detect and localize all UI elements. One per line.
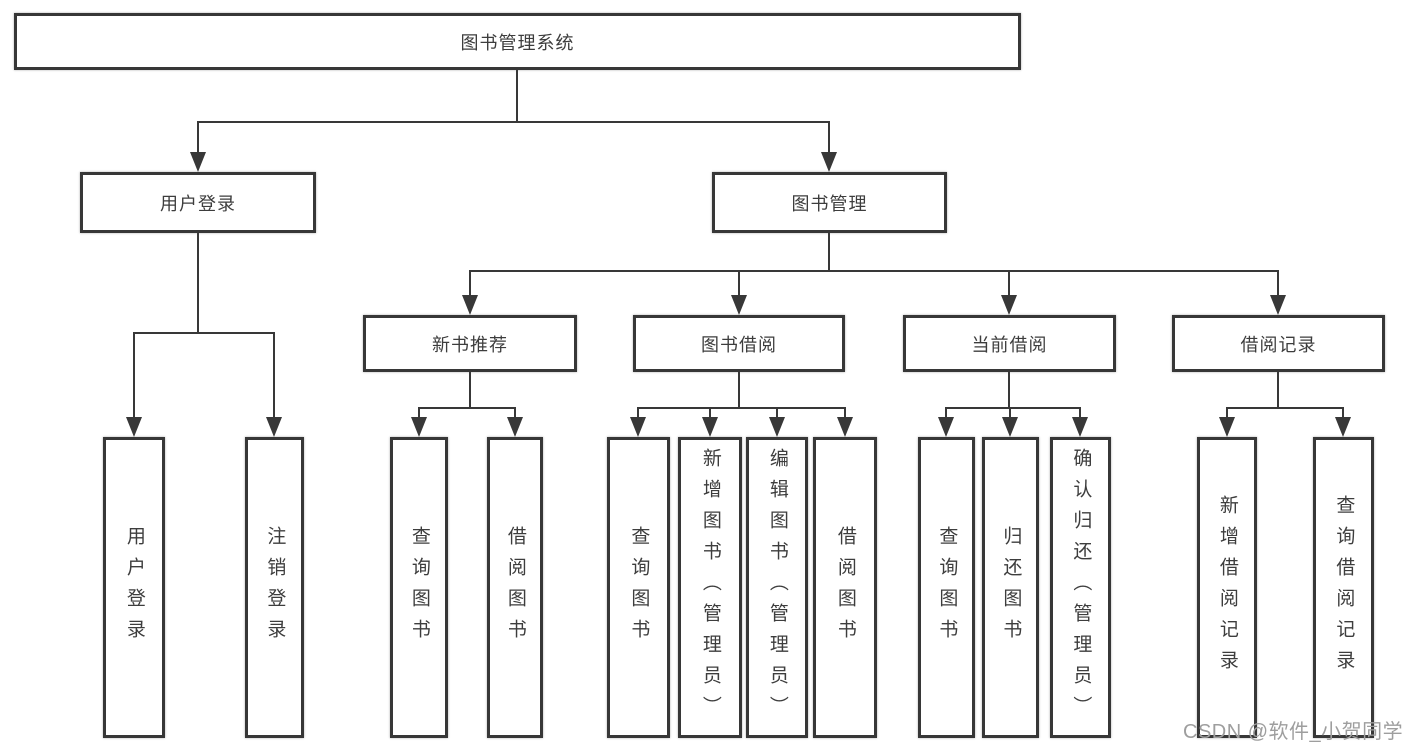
node-label: 查询图书 [628,525,650,650]
node-label: 注销登录 [264,525,286,650]
connector-line [945,407,1081,409]
arrow-down-icon [1270,295,1286,315]
connector-line [418,407,516,409]
node-label: 查询图书 [936,525,958,650]
leaf-borrowing-borrow-books: 借阅图书 [813,437,877,738]
arrow-down-icon [411,417,427,437]
leaf-borrowing-add-books-admin: 新增图书（管理员） [678,437,742,738]
arrow-down-icon [507,417,523,437]
arrow-down-icon [837,417,853,437]
connector-line [1008,372,1010,408]
arrow-down-icon [1001,295,1017,315]
arrow-down-icon [702,417,718,437]
connector-line [1342,407,1344,419]
leaf-user-login: 用户登录 [103,437,165,738]
connector-line [197,233,199,333]
connector-line [1226,407,1228,419]
connector-line [1277,372,1279,408]
leaf-logout: 注销登录 [245,437,304,738]
connector-line [637,407,846,409]
connector-line [637,407,639,419]
connector-line [273,332,275,418]
node-label: 确认归还（管理员） [1070,448,1092,727]
node-user-login: 用户登录 [80,172,316,233]
connector-line [828,233,830,271]
arrow-down-icon [1002,417,1018,437]
connector-line [418,407,420,419]
arrow-down-icon [126,417,142,437]
node-label: 查询借阅记录 [1333,494,1355,681]
connector-line [197,121,830,123]
connector-line [514,407,516,419]
node-label: 用户登录 [123,525,145,650]
node-label: 借阅图书 [504,525,526,650]
arrow-down-icon [731,295,747,315]
connector-line [776,407,778,419]
arrow-down-icon [769,417,785,437]
node-label: 新书推荐 [432,334,508,355]
arrow-down-icon [266,417,282,437]
connector-line [133,332,135,418]
connector-line [197,121,199,152]
connector-line [133,332,275,334]
node-borrowing-records: 借阅记录 [1172,315,1385,372]
leaf-records-add-record: 新增借阅记录 [1197,437,1257,738]
arrow-down-icon [1219,417,1235,437]
node-label: 新增借阅记录 [1216,494,1238,681]
node-label: 编辑图书（管理员） [766,448,788,727]
node-library-system: 图书管理系统 [14,13,1021,70]
arrow-down-icon [1335,417,1351,437]
node-label: 用户登录 [160,193,236,214]
connector-line [1226,407,1344,409]
connector-line [1009,407,1011,419]
node-label: 借阅记录 [1240,334,1317,355]
connector-line [945,407,947,419]
node-label: 当前借阅 [971,334,1048,355]
connector-line [828,121,830,152]
leaf-current-confirm-return-admin: 确认归还（管理员） [1050,437,1111,738]
leaf-newbook-query-books: 查询图书 [390,437,448,738]
connector-line [738,372,740,408]
node-label: 新增图书（管理员） [699,448,721,727]
node-label: 图书管理 [791,193,868,214]
node-book-management: 图书管理 [712,172,947,233]
connector-line [844,407,846,419]
leaf-borrowing-query-books: 查询图书 [607,437,670,738]
leaf-current-return-books: 归还图书 [982,437,1039,738]
arrow-down-icon [190,152,206,172]
arrow-down-icon [1072,417,1088,437]
leaf-records-query-record: 查询借阅记录 [1313,437,1374,738]
arrow-down-icon [630,417,646,437]
node-current-borrowing: 当前借阅 [903,315,1116,372]
node-label: 查询图书 [408,525,430,650]
connector-line [516,70,518,122]
node-label: 图书管理系统 [460,32,575,53]
connector-line [469,270,471,296]
connector-line [469,270,1279,272]
node-new-book-recommendation: 新书推荐 [363,315,577,372]
connector-line [1277,270,1279,296]
arrow-down-icon [938,417,954,437]
csdn-watermark: CSDN @软件_小贺同学 [1183,721,1404,743]
connector-line [469,372,471,408]
connector-line [1008,270,1010,296]
node-label: 图书借阅 [701,334,777,355]
arrow-down-icon [462,295,478,315]
leaf-newbook-borrow-books: 借阅图书 [487,437,543,738]
leaf-borrowing-edit-books-admin: 编辑图书（管理员） [746,437,808,738]
connector-line [1079,407,1081,419]
arrow-down-icon [821,152,837,172]
node-label: 借阅图书 [834,525,856,650]
connector-line [709,407,711,419]
node-book-borrowing: 图书借阅 [633,315,845,372]
leaf-current-query-books: 查询图书 [918,437,975,738]
node-label: 归还图书 [1000,525,1022,650]
connector-line [738,270,740,296]
